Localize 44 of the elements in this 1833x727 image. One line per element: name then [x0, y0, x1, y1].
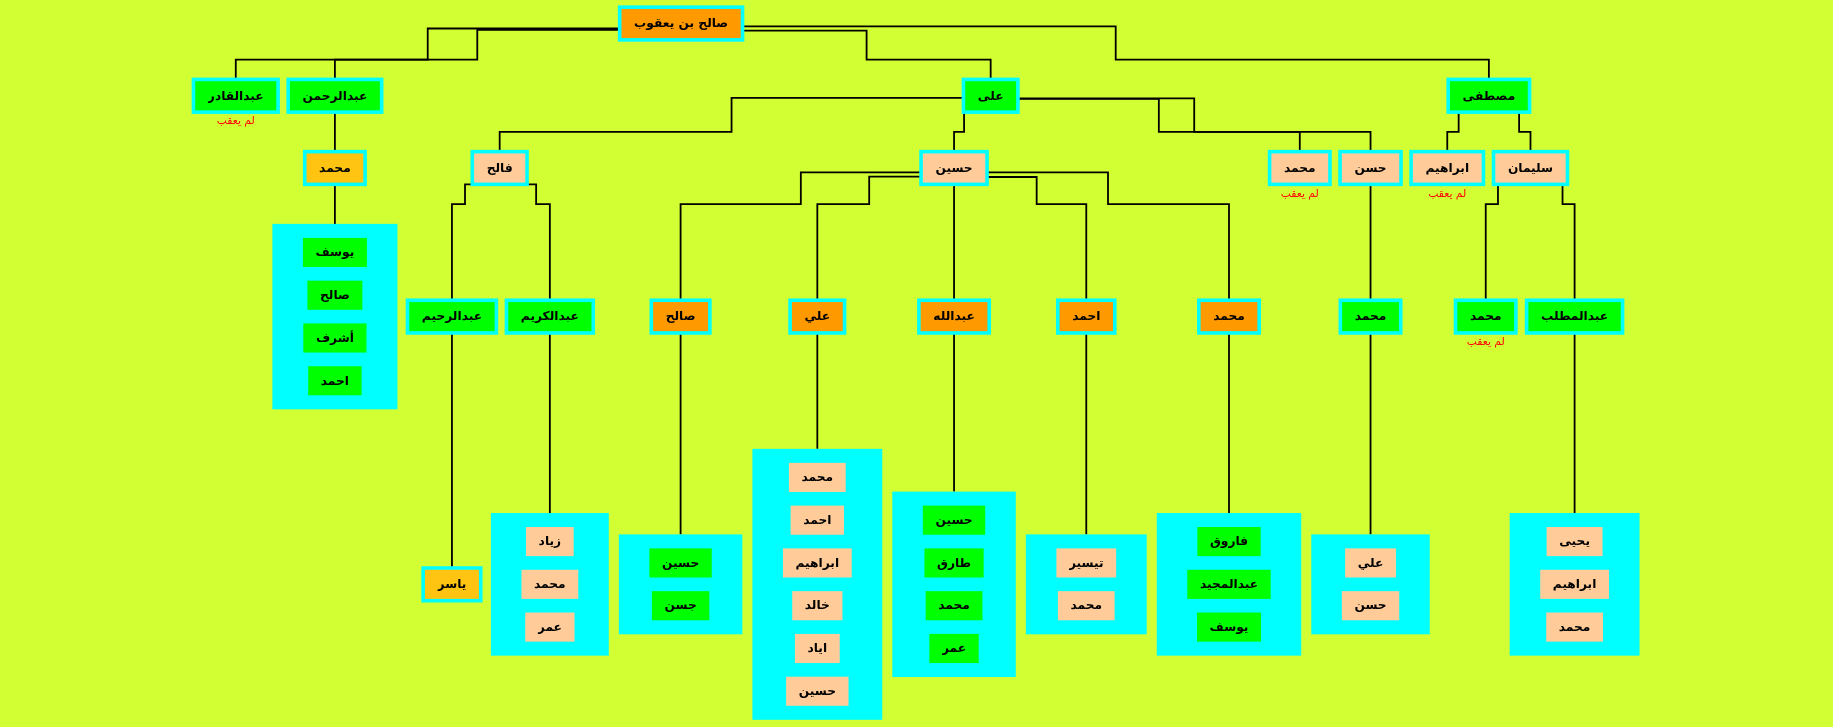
cluster [1509, 513, 1640, 656]
node-box: عبدالله [917, 298, 991, 335]
node-box: محمد [1197, 298, 1261, 335]
note-text: لم يعقب [216, 114, 255, 128]
connector [816, 332, 819, 450]
node-box: احمد [1056, 298, 1117, 335]
cluster [272, 223, 398, 410]
node-box: محمد [1453, 298, 1518, 335]
connector [1369, 332, 1372, 536]
node-box: محمد [1267, 149, 1332, 187]
node-box: صالح [649, 298, 712, 335]
connector [1085, 332, 1088, 536]
note-text: لم يعقب [1428, 186, 1467, 200]
note-text: لم يعقب [1466, 335, 1505, 349]
node-box: عبدالقادر [191, 77, 280, 114]
connector [1228, 332, 1230, 514]
connector [548, 332, 551, 514]
cluster [1025, 534, 1147, 635]
node-box: حسين [919, 149, 989, 187]
cluster [490, 513, 609, 656]
connector [1573, 332, 1576, 514]
node-box: فالح [470, 149, 529, 187]
node-box: حسن [1338, 149, 1403, 187]
node-box: صالح بن يعقوب [617, 5, 745, 42]
note-text: لم يعقب [1280, 186, 1319, 200]
cluster [1156, 513, 1302, 656]
node-box: محمد [302, 149, 367, 187]
node-box: عبدالمطلب [1524, 298, 1625, 335]
cluster [892, 491, 1016, 678]
node-box: ابراهيم [1409, 149, 1486, 187]
node-box: ياسر [421, 566, 483, 603]
node-box: عبدالكريم [504, 298, 596, 335]
node-box: علي [788, 298, 847, 335]
node-box: عبدالرحيم [405, 298, 499, 335]
node-box: سليمان [1491, 149, 1570, 187]
connector [679, 332, 682, 536]
node-box: عبدالرحمن [286, 77, 384, 114]
node-box: مصطفى [1446, 77, 1532, 114]
node-box: على [961, 77, 1020, 114]
connector [953, 332, 955, 493]
node-box: محمد [1338, 298, 1403, 335]
cluster [752, 448, 883, 720]
cluster [1311, 534, 1430, 635]
cluster [618, 534, 743, 635]
